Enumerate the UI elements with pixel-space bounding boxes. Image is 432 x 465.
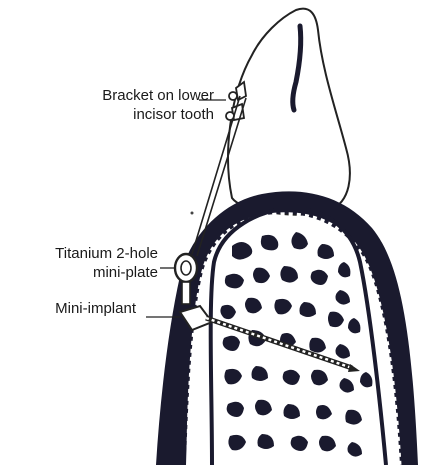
mini-implant-label: Mini-implant	[16, 299, 136, 318]
mini-plate-label: Titanium 2-hole mini-plate	[8, 244, 158, 282]
scan-dot	[191, 212, 194, 215]
bracket-label-line1: Bracket on lower	[44, 86, 214, 105]
mini-plate-label-line2: mini-plate	[8, 263, 158, 282]
bracket-label-line2: incisor tooth	[44, 105, 214, 124]
tooth-crown	[228, 9, 350, 215]
mini-implant-label-text: Mini-implant	[16, 299, 136, 318]
bracket-label: Bracket on lower incisor tooth	[44, 86, 214, 124]
mini-plate-label-line1: Titanium 2-hole	[8, 244, 158, 263]
